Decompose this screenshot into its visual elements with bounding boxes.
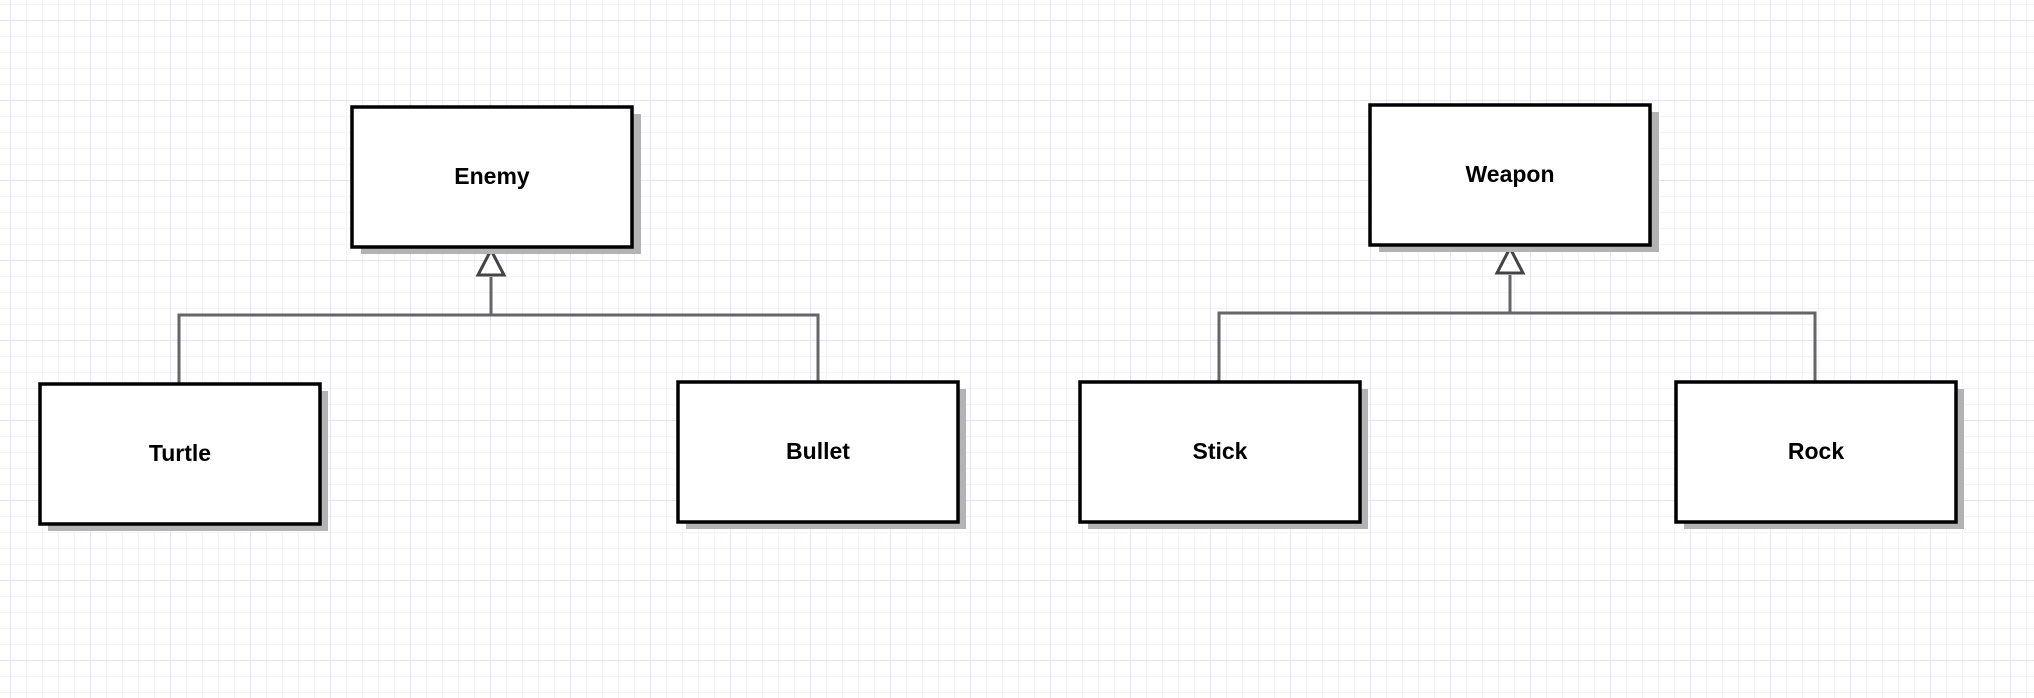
class-label-stick: Stick xyxy=(1193,438,1248,464)
class-box-enemy[interactable]: Enemy xyxy=(350,105,641,254)
class-box-stick[interactable]: Stick xyxy=(1078,380,1368,529)
enemy-inheritance-connectors xyxy=(177,246,820,383)
class-label-rock: Rock xyxy=(1788,438,1844,464)
inheritance-arrow-enemy xyxy=(475,246,507,277)
connector-turtle-to-enemy xyxy=(177,277,493,383)
connector-bullet-to-enemy xyxy=(491,313,820,381)
class-box-rock[interactable]: Rock xyxy=(1674,380,1964,529)
connector-stick-to-weapon xyxy=(1217,275,1512,381)
class-label-weapon: Weapon xyxy=(1465,161,1554,187)
class-label-turtle: Turtle xyxy=(149,440,211,466)
class-label-bullet: Bullet xyxy=(786,438,850,464)
inheritance-arrow-weapon xyxy=(1494,244,1526,275)
class-box-bullet[interactable]: Bullet xyxy=(676,380,966,529)
class-label-enemy: Enemy xyxy=(454,163,530,189)
weapon-inheritance-connectors xyxy=(1217,244,1817,381)
class-box-turtle[interactable]: Turtle xyxy=(38,382,328,531)
class-box-weapon[interactable]: Weapon xyxy=(1368,103,1659,252)
connector-rock-to-weapon xyxy=(1510,311,1817,381)
